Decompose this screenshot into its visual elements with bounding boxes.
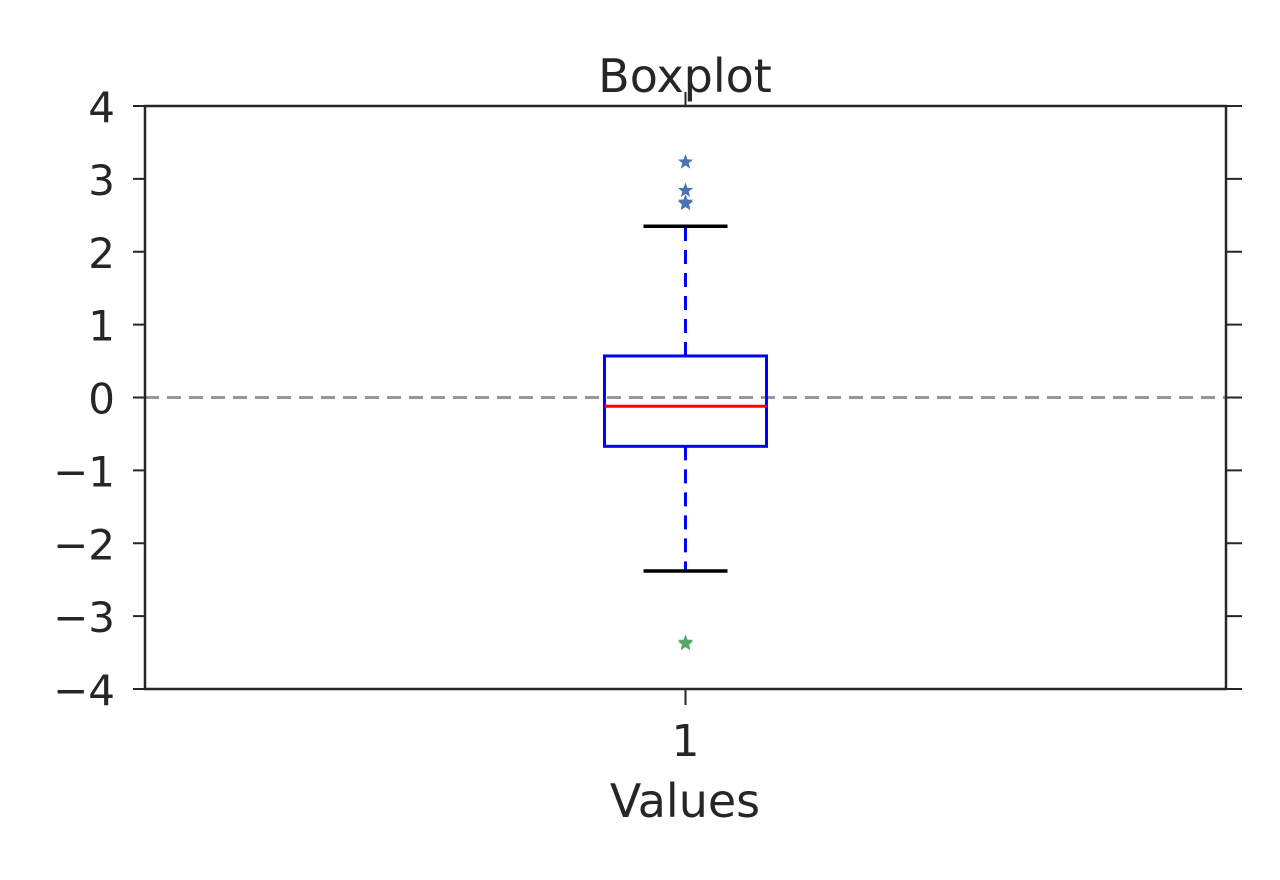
y-tick-label: −1	[53, 447, 115, 496]
y-tick-label: −2	[53, 520, 115, 569]
y-tick-label: 4	[88, 83, 115, 132]
y-tick-label: 3	[88, 156, 115, 205]
y-tick-label: −4	[53, 666, 115, 715]
x-axis-label: Values	[610, 774, 760, 828]
x-axis-ticks: 1	[672, 92, 700, 767]
outlier-high-point	[677, 154, 694, 169]
outlier-low-point	[677, 635, 694, 651]
box-group	[603, 154, 768, 651]
y-tick-label: −3	[53, 593, 115, 642]
y-axis-ticks: 4 3 2 1 0 −1 −2 −3 −4	[53, 83, 1242, 715]
interquartile-box	[603, 354, 768, 448]
outlier-high-point	[677, 182, 694, 198]
y-tick-label: 2	[88, 229, 115, 278]
y-tick-label: 1	[88, 302, 115, 351]
x-tick-label: 1	[672, 716, 700, 767]
outlier-high-point	[677, 195, 694, 211]
plot-frame	[143, 104, 1228, 691]
y-tick-label: 0	[88, 375, 115, 424]
